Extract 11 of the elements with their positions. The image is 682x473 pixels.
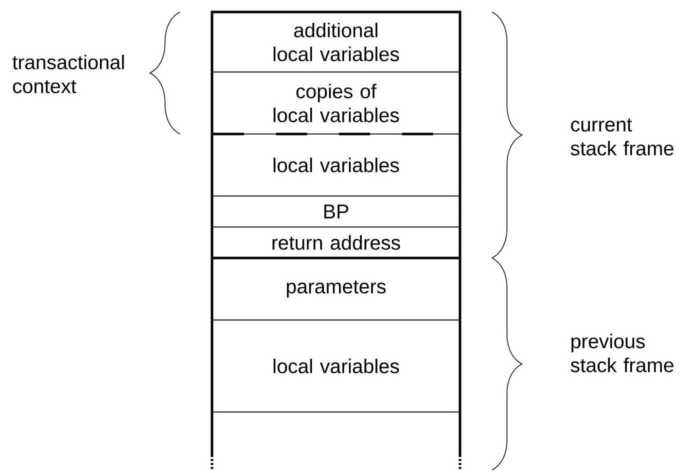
node-label: parameters — [286, 280, 386, 298]
open-stack-cell — [210, 412, 462, 470]
node-label: additional local variables — [274, 22, 399, 62]
stack-cell: copies of local variables — [212, 72, 460, 134]
stack-cell: return address — [212, 226, 460, 258]
bracket-label: previous stack frame — [570, 334, 674, 372]
stack-cell: BP — [212, 196, 460, 228]
stack-cell: local variables — [212, 320, 460, 412]
bracket-label: transactional context — [12, 54, 124, 94]
bracket-label: current stack frame — [570, 118, 674, 156]
stack-cell: local variables — [212, 134, 460, 196]
